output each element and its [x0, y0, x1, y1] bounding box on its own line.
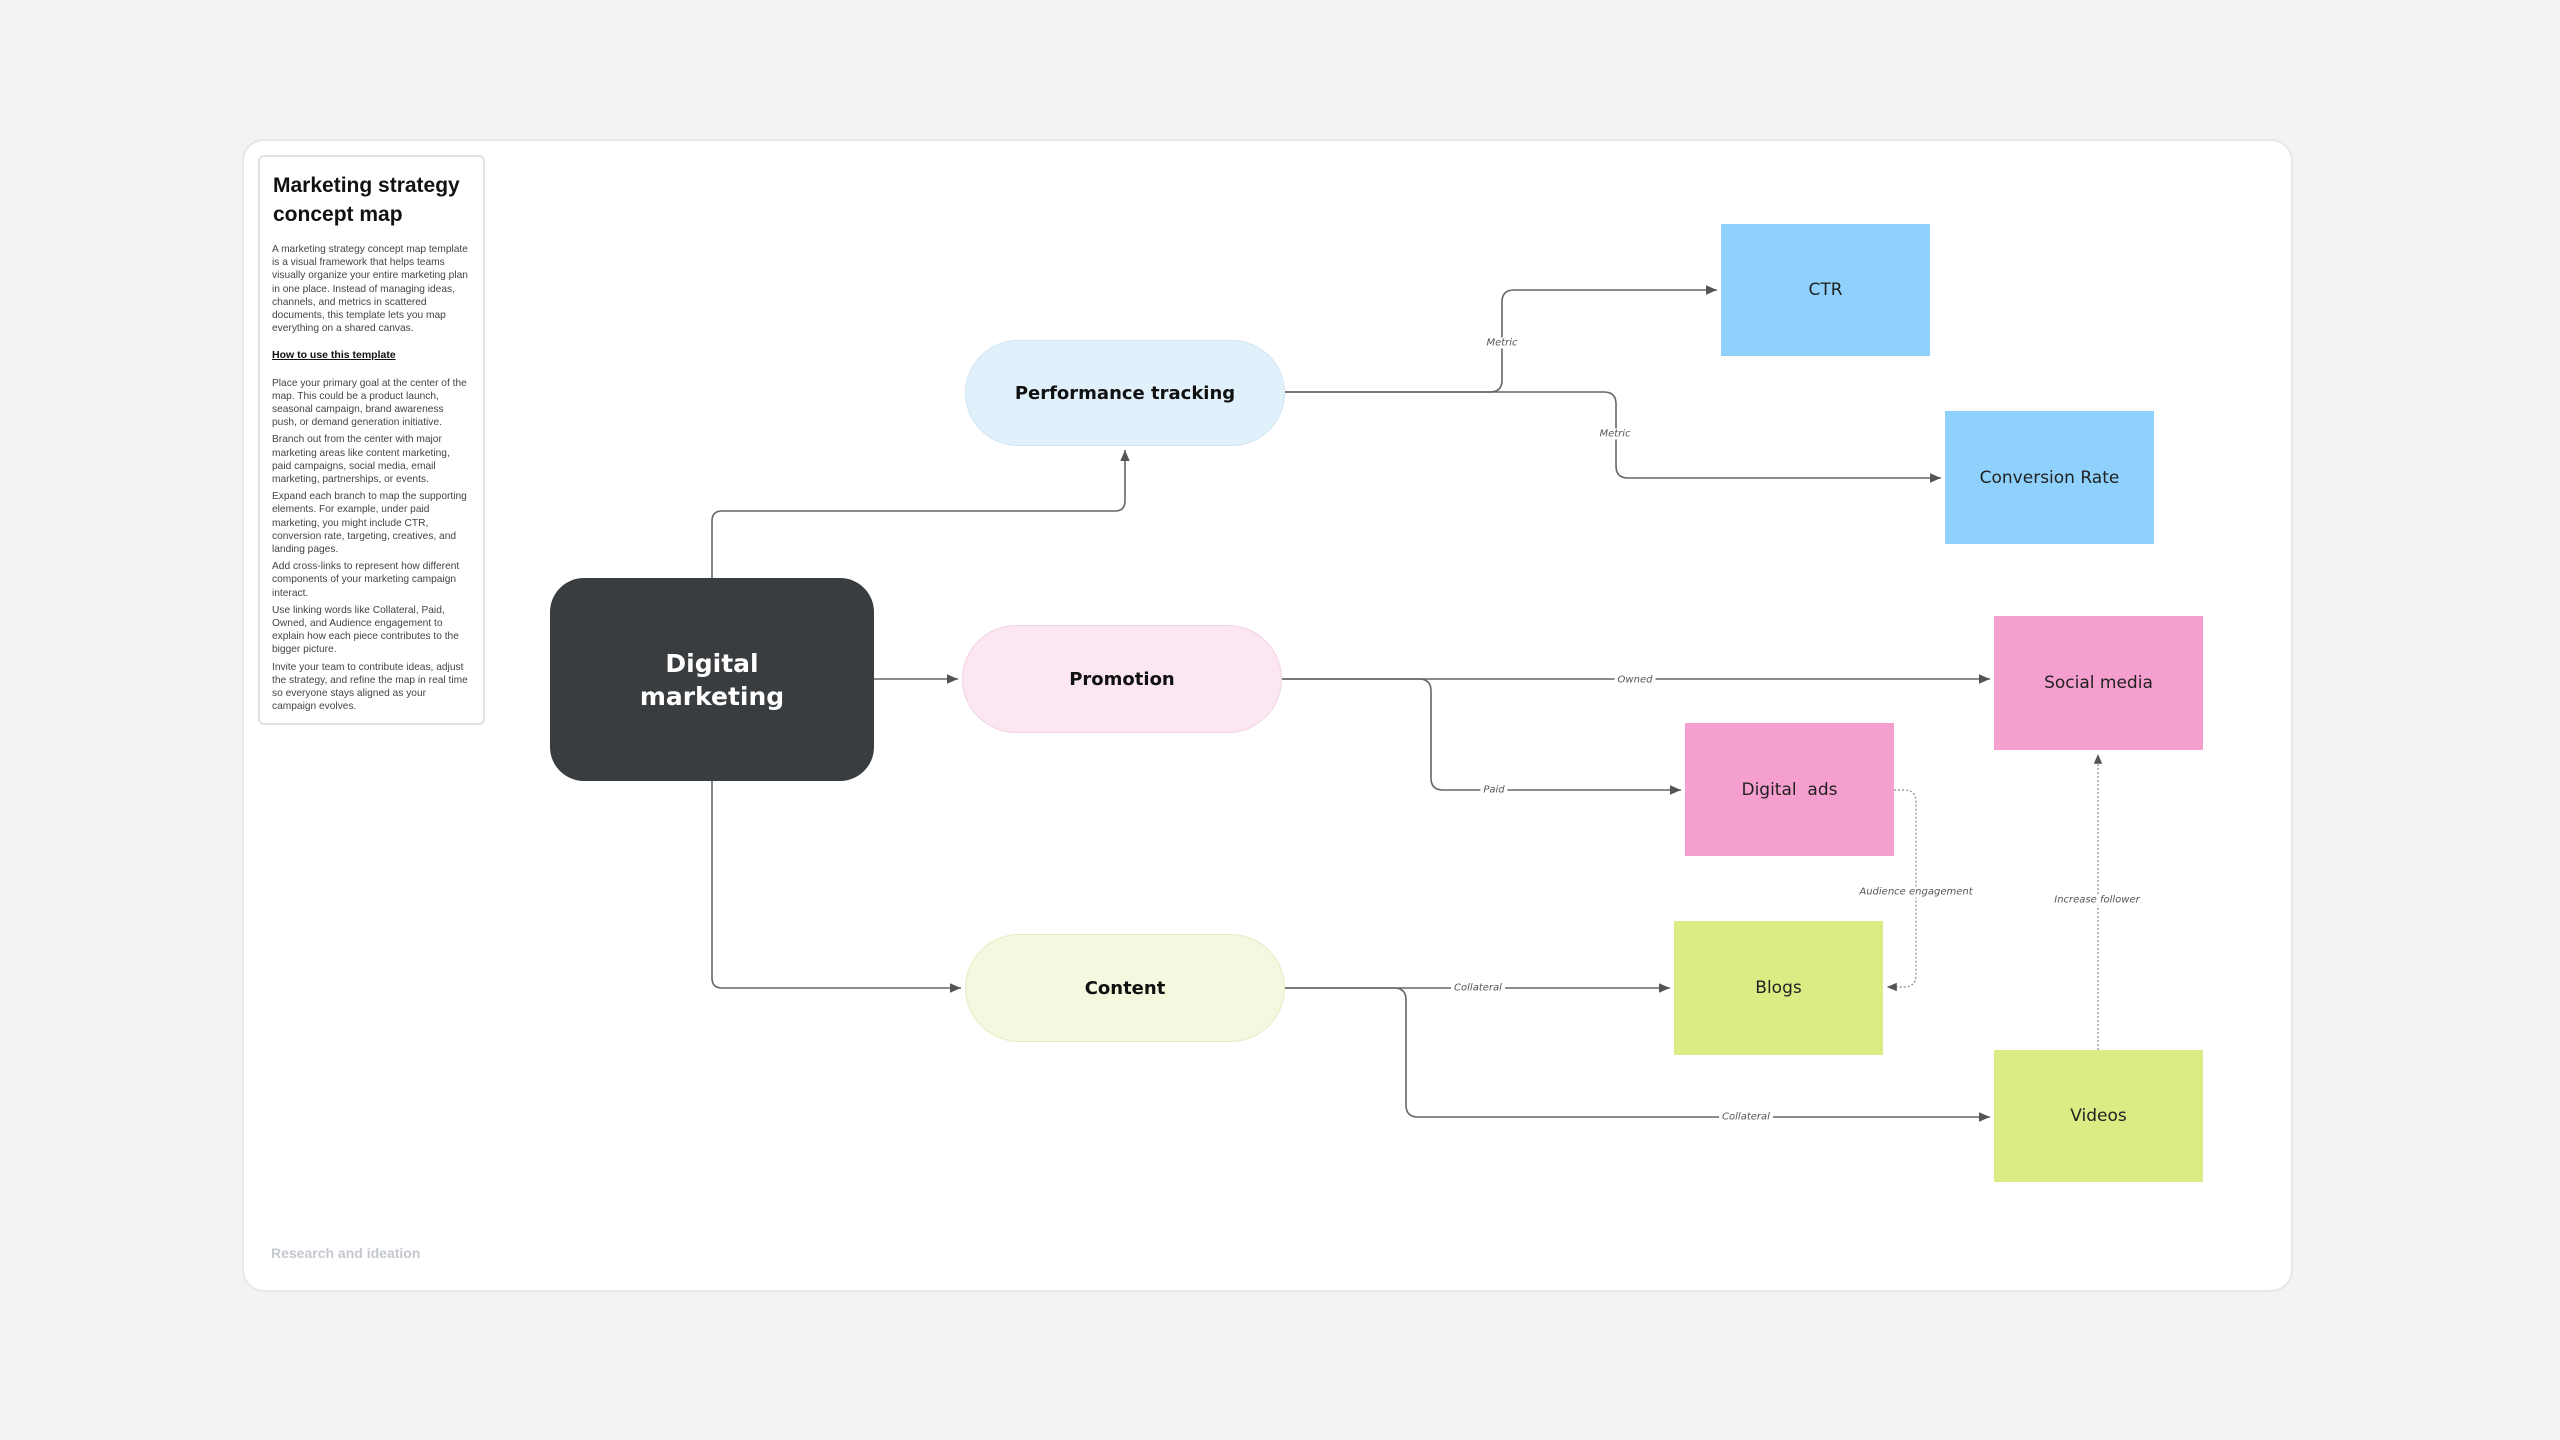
panel-intro: A marketing strategy concept map templat… [272, 244, 468, 335]
sticky-ctr[interactable]: CTR [1721, 224, 1930, 356]
sticky-blogs[interactable]: Blogs [1674, 921, 1883, 1055]
panel-title: Marketing strategy concept map [273, 174, 460, 226]
frame-label: Research and ideation [271, 1245, 421, 1261]
edge-label-collateral: Collateral [1451, 982, 1505, 994]
howto-step: Add cross-links to represent how differe… [272, 561, 460, 599]
howto-step: Invite your team to contribute ideas, ad… [272, 661, 468, 713]
edge-ads-blogs [1887, 789, 1917, 992]
sticky-conversion-rate[interactable]: Conversion Rate [1945, 411, 2154, 544]
howto-step: Use linking words like Collateral, Paid,… [272, 604, 459, 656]
edge-center-content [711, 781, 961, 993]
edge-content-videos [1285, 987, 1990, 1122]
description-panel[interactable]: Marketing strategy concept map A marketi… [258, 155, 485, 725]
edge-label-increase-follower: Increase follower [2051, 894, 2143, 906]
edge-promotion-ads [1282, 678, 1681, 795]
sticky-digital-ads[interactable]: Digital ads [1685, 723, 1894, 856]
edge-label-paid: Paid [1480, 784, 1508, 796]
edge-label-metric: Metric [1483, 337, 1521, 349]
howto-step: Place your primary goal at the center of… [272, 377, 467, 429]
howto-step: Branch out from the center with major ma… [272, 434, 450, 486]
edge-label-audience-engagement: Audience engagement [1856, 886, 1976, 898]
edge-label-owned: Owned [1614, 674, 1656, 686]
node-digital-marketing[interactable]: Digital marketing [550, 578, 874, 781]
node-promotion[interactable]: Promotion [962, 625, 1282, 733]
edge-center-performance [711, 450, 1130, 578]
sticky-social-media[interactable]: Social media [1994, 616, 2203, 750]
node-content[interactable]: Content [965, 934, 1285, 1042]
edge-label-metric: Metric [1596, 428, 1634, 440]
sticky-videos[interactable]: Videos [1994, 1050, 2203, 1182]
edge-label-collateral: Collateral [1719, 1111, 1773, 1123]
node-performance-tracking[interactable]: Performance tracking [965, 340, 1285, 446]
howto-heading: How to use this template [272, 349, 396, 362]
howto-step: Expand each branch to map the supporting… [272, 491, 467, 556]
